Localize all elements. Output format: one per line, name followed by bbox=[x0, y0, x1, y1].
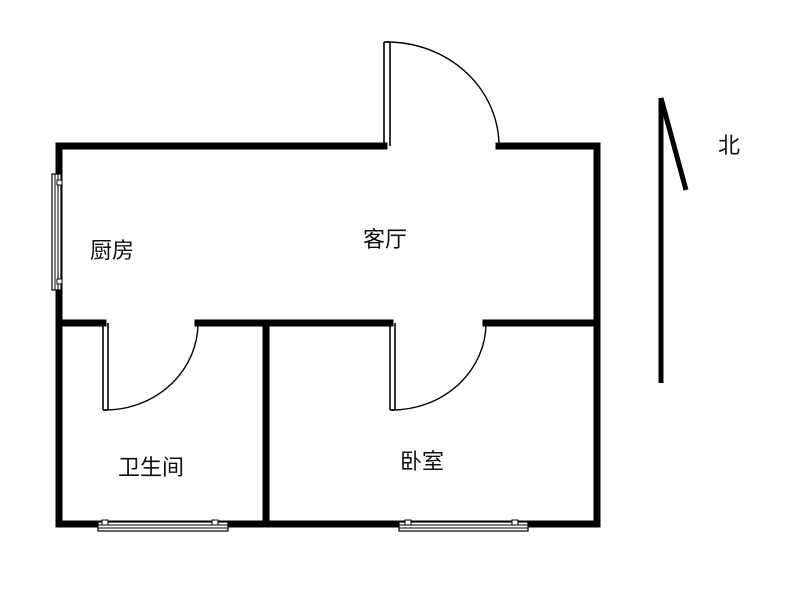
north-arrow-icon bbox=[658, 97, 689, 383]
bathroom-window bbox=[97, 519, 229, 532]
bedroom-window bbox=[398, 519, 529, 532]
kitchen-window-cap-top bbox=[56, 179, 63, 186]
north-label: 北 bbox=[718, 134, 740, 159]
room-label-bedroom: 卧室 bbox=[400, 450, 444, 475]
bathroom-window-frame bbox=[97, 521, 229, 532]
north-arrow-head bbox=[658, 97, 689, 191]
kitchen-window-cap-bottom bbox=[56, 278, 63, 285]
bathroom-door-arc bbox=[104, 322, 199, 411]
bathroom-door bbox=[102, 322, 199, 411]
bathroom-window-cap-left bbox=[101, 519, 109, 526]
bedroom-door bbox=[389, 322, 487, 411]
room-label-bathroom: 卫生间 bbox=[118, 456, 184, 481]
bathroom-window-cap-right bbox=[211, 519, 219, 526]
room-label-living-room: 客厅 bbox=[363, 228, 407, 253]
entrance-door bbox=[383, 41, 500, 147]
room-label-kitchen: 厨房 bbox=[90, 239, 134, 264]
kitchen-window bbox=[51, 173, 63, 291]
bedroom-door-arc bbox=[391, 322, 487, 411]
kitchen-window-frame bbox=[51, 173, 62, 291]
bedroom-window-cap-right bbox=[511, 519, 519, 526]
bedroom-window-frame bbox=[398, 521, 529, 532]
entrance-door-arc bbox=[386, 41, 500, 147]
bedroom-window-cap-left bbox=[404, 519, 412, 526]
